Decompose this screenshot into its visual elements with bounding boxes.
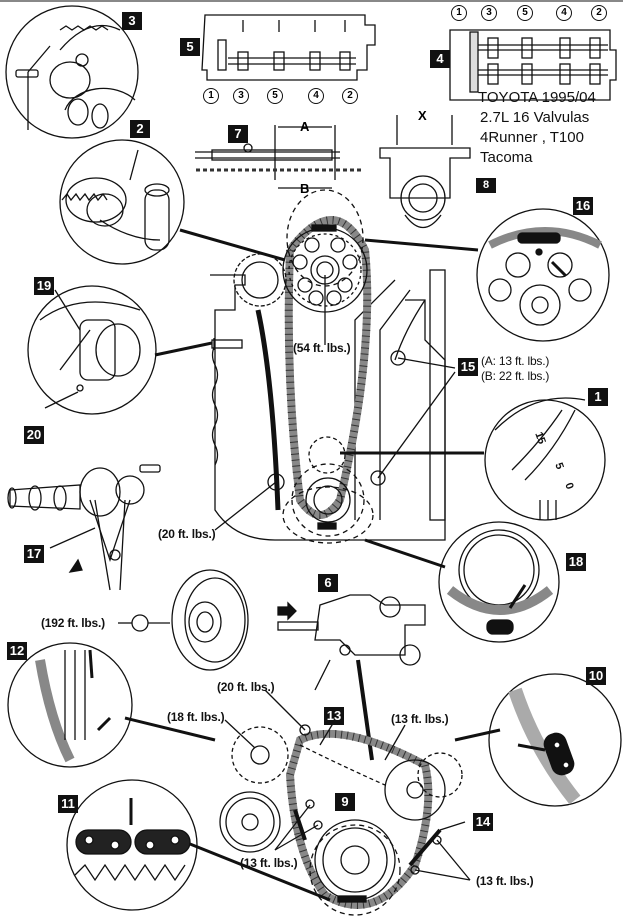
title-make-years: TOYOTA 1995/04 [478,89,596,106]
oil-jet [211,338,243,350]
lower-crank-sprocket [309,819,401,916]
step-badge-15: 15 [458,358,478,376]
dimension-x-label: X [418,108,427,123]
step-badge-20: 20 [24,426,44,444]
inset-7-chain-stretch-measure [195,125,362,189]
cap-order-panel4-1: 1 [451,5,467,21]
torque-tensioner-bolt: (13 ft. lbs.) [391,712,449,726]
cap-order-panel5-5: 2 [342,88,358,104]
inset-12-idler-timing-mark [7,642,133,768]
step-badge-3: 3 [122,12,142,30]
inset-10-oil-pump-timing-mark [488,673,622,807]
step-badge-14: 14 [473,813,493,831]
cap-order-panel5-3: 5 [267,88,283,104]
lower-timing-chain [285,729,433,909]
title-engine: 2.7L 16 Valvulas [480,109,590,126]
torque-bolt-15-a: (A: 13 ft. lbs.) [481,354,550,368]
step-badge-1: 1 [588,388,608,406]
inset-2-camshaft-subgear [59,139,185,265]
inset-16-cam-timing-mark [476,208,610,342]
cap-order-panel4-2: 3 [481,5,497,21]
torque-tensioner-arm: (20 ft. lbs.) [217,680,275,694]
torque-bolt-15-b: (B: 22 ft. lbs.) [481,369,550,383]
tensioner-arm-13 [224,689,406,786]
idler-sprocket [231,726,289,784]
step-badge-11: 11 [58,795,78,813]
leader-lines [154,228,484,569]
camshaft-sprocket [282,227,368,338]
inset-1-timing-scale [484,397,606,521]
chain-slipper-left [255,309,281,511]
torque-crank-pulley: (192 ft. lbs.) [41,616,105,630]
inset-18-crank-timing-mark [438,521,560,643]
vehicle-title: TOYOTA 1995/04 2.7L 16 Valvulas 4Runner … [478,88,596,168]
chain-guide-9 [274,799,323,851]
step-badge-4: 4 [430,50,450,68]
cap-order-panel5-1: 1 [203,88,219,104]
oil-pump-sprocket [384,752,463,821]
dimension-b-label: B [300,181,310,196]
torque-guide-14: (13 ft. lbs.) [476,874,534,888]
inset-17-camshaft-holding [7,464,161,591]
step-badge-17: 17 [24,545,44,563]
bearing-cap-panel-4 [449,29,617,101]
cap-order-panel5-4: 4 [308,88,324,104]
step-badge-6: 6 [318,574,338,592]
cap-order-panel5-2: 3 [233,88,249,104]
balancer-sprocket [219,791,281,853]
inset-6-chain-tensioner [277,594,426,761]
step-badge-8: 8 [476,178,496,193]
intake-cam-gear [233,253,287,307]
step-badge-5: 5 [180,38,200,56]
step-badge-2: 2 [130,120,150,138]
crankshaft-sprocket [267,350,406,544]
step-badge-13: 13 [324,707,344,725]
title-model-tacoma: Tacoma [480,149,533,166]
bearing-cap-panel-5 [201,14,376,81]
crankshaft-pulley [118,569,249,671]
inset-3-camshaft-gear [5,5,139,139]
torque-guide-bolt: (20 ft. lbs.) [158,527,216,541]
step-badge-7: 7 [228,125,248,143]
cap-order-panel4-4: 4 [556,5,572,21]
torque-idler-sprocket: (18 ft. lbs.) [167,710,225,724]
title-models: 4Runner , T100 [480,129,584,146]
step-badge-18: 18 [566,553,586,571]
step-badge-12: 12 [7,642,27,660]
cap-order-panel4-5: 2 [591,5,607,21]
step-badge-16: 16 [573,197,593,215]
chain-guide-14 [408,821,471,881]
step-badge-10: 10 [586,667,606,685]
inset-19-20-oil-jet [27,285,157,415]
step-badge-19: 19 [34,277,54,295]
inset-8-sprocket-measure [379,115,471,229]
engine-block [210,269,446,541]
cap-order-panel4-3: 5 [517,5,533,21]
torque-guide-9: (13 ft. lbs.) [240,856,298,870]
torque-camshaft-sprocket: (54 ft. lbs.) [293,341,351,355]
step-badge-9: 9 [335,793,355,811]
dimension-a-label: A [300,119,310,134]
inset-11-balancer-timing-mark [66,779,198,911]
